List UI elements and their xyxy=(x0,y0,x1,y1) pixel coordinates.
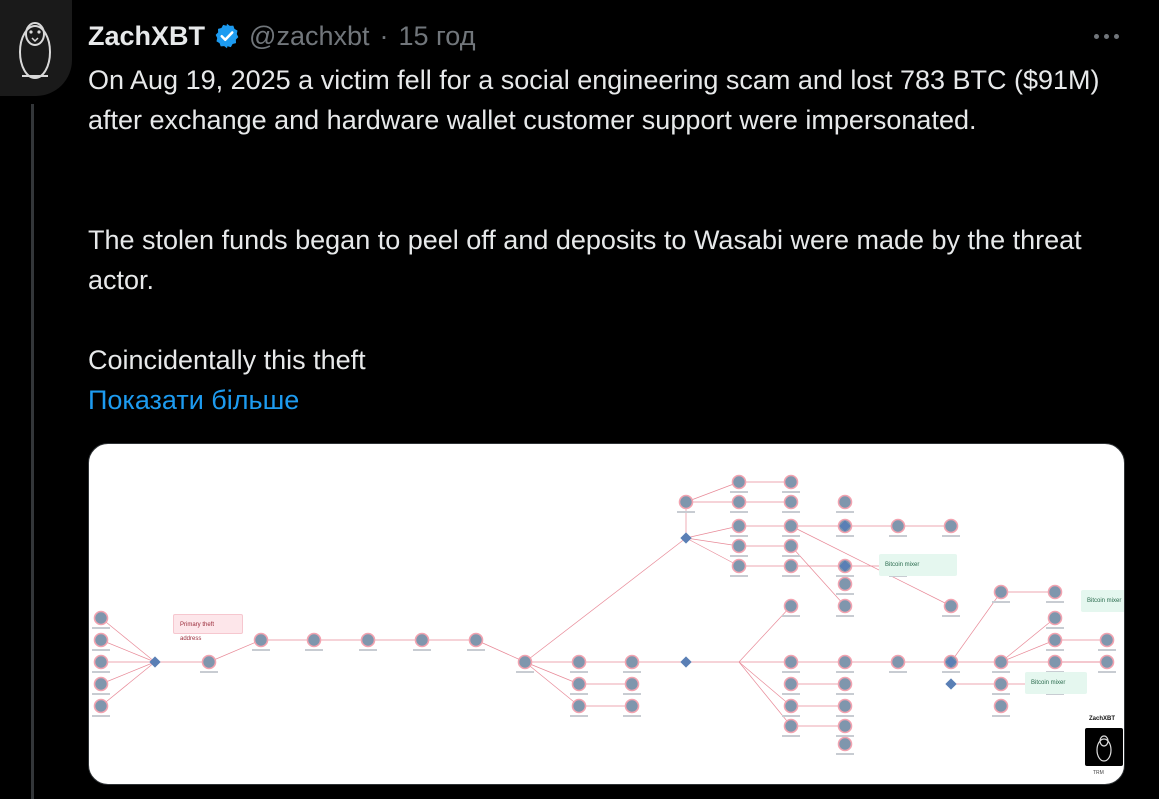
thread-line xyxy=(31,104,34,799)
tweet-paragraph-1: On Aug 19, 2025 a victim fell for a soci… xyxy=(88,65,1100,135)
penguin-avatar-icon xyxy=(19,22,51,79)
tweet-timestamp[interactable]: 15 год xyxy=(398,20,476,51)
author-handle[interactable]: @zachxbt xyxy=(249,20,370,51)
bitcoin-mixer-label-3: Bitcoin mixer xyxy=(1025,672,1087,694)
bitcoin-mixer-label-2: Bitcoin mixer xyxy=(1081,590,1124,612)
verified-badge-icon[interactable] xyxy=(213,22,241,50)
tweet-header: ZachXBT @zachxbt · 15 год xyxy=(88,18,475,54)
author-name[interactable]: ZachXBT xyxy=(88,20,206,51)
avatar[interactable] xyxy=(0,0,72,96)
separator-dot: · xyxy=(379,20,389,51)
watermark-logo-icon xyxy=(1085,728,1123,766)
primary-theft-label: Primary theft address xyxy=(173,614,243,642)
bitcoin-mixer-label-1: Bitcoin mixer xyxy=(879,554,957,576)
more-options-icon[interactable] xyxy=(1086,24,1126,48)
tweet-paragraph-3: Coincidentally this theft xyxy=(88,345,366,375)
fund-flow-graph xyxy=(92,474,1116,755)
tweet-paragraph-2: The stolen funds began to peel off and d… xyxy=(88,225,1082,295)
watermark-tag: TRM xyxy=(1093,770,1104,776)
watermark-name: ZachXBT xyxy=(1089,716,1116,722)
tweet-media-image[interactable]: Primary theft address Bitcoin mixer Bitc… xyxy=(88,443,1125,785)
tweet-text: On Aug 19, 2025 a victim fell for a soci… xyxy=(88,60,1138,140)
show-more-link[interactable]: Показати більше xyxy=(88,385,300,415)
